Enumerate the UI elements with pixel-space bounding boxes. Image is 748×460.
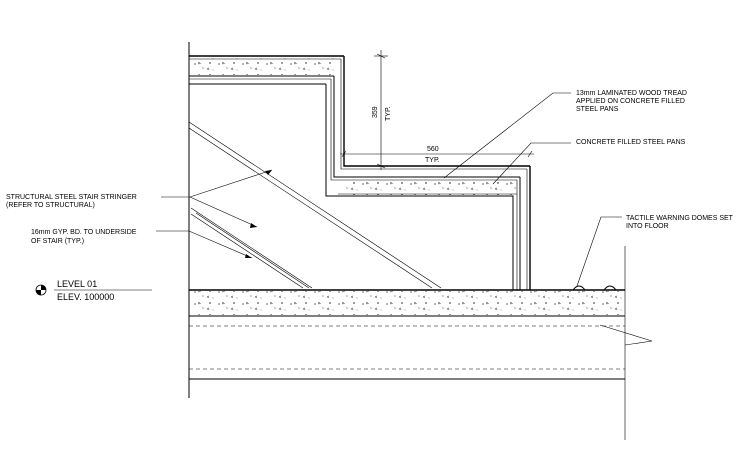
riser-dimension-note: TYP.	[385, 106, 392, 121]
lower-tread-concrete	[345, 180, 517, 195]
level-elevation: ELEV. 100000	[57, 292, 114, 302]
stringer-diagonals	[188, 121, 442, 289]
tread-dimension-value: 560	[427, 146, 439, 153]
level-marker-symbol	[35, 284, 47, 296]
stringer-line-1: STRUCTURAL STEEL STAIR STRINGER	[6, 194, 137, 201]
tactile-line-1: TACTILE WARNING DOMES SET	[626, 215, 734, 222]
gyp-bd-line-2: OF STAIR (TYP.)	[31, 238, 84, 245]
tactile-line-2: INTO FLOOR	[626, 223, 669, 230]
riser-dimension-value: 359	[372, 106, 379, 118]
riser-outer	[343, 56, 530, 167]
tread-finish-line-1: 13mm LAMINATED WOOD TREAD	[576, 90, 687, 97]
level-name: LEVEL 01	[57, 279, 97, 289]
riser-pan-1	[333, 76, 520, 178]
stringer-line-2: (REFER TO STRUCTURAL)	[6, 202, 95, 209]
floor-slab-concrete	[190, 291, 624, 315]
riser-dimension	[374, 50, 388, 170]
tread-finish-line-2: APPLIED ON CONCRETE FILLED	[576, 98, 685, 105]
tactile-domes	[572, 285, 617, 291]
stringer-profile	[325, 84, 514, 290]
riser-pan-2	[330, 79, 517, 181]
riser-inner-1	[340, 59, 527, 170]
break-line-zig	[599, 324, 653, 346]
steel-pans-label: CONCRETE FILLED STEEL PANS	[576, 139, 686, 146]
tread-dimension	[340, 150, 534, 158]
gyp-bd-line-1: 16mm GYP. BD. TO UNDERSIDE	[31, 229, 137, 236]
tread-finish-line-3: STEEL PANS	[576, 106, 619, 113]
upper-tread-concrete	[190, 58, 334, 75]
leader-lines	[156, 92, 622, 287]
tread-dimension-note: TYP.	[425, 157, 440, 164]
